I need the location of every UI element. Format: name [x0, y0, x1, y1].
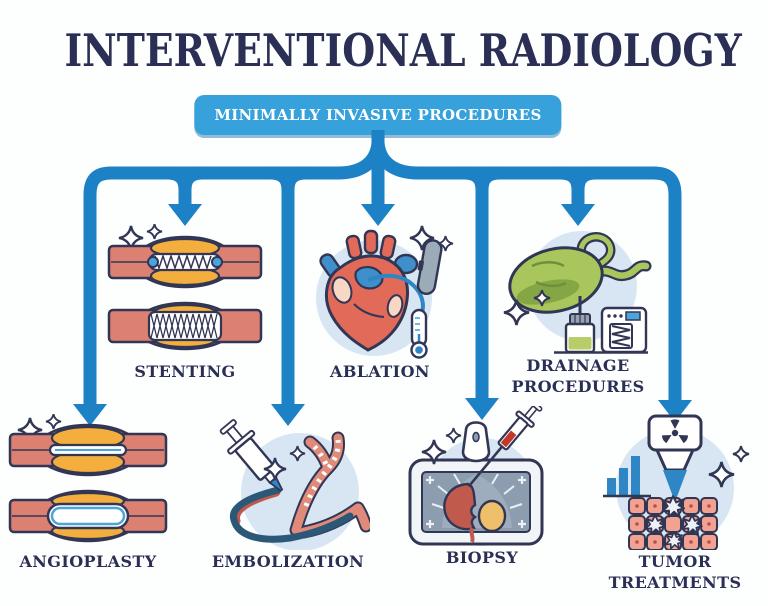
- procedure-label: ANGIOPLASTY: [19, 552, 157, 571]
- sparkle-icon: [289, 445, 306, 462]
- gallbladder-drainage-illustration: [503, 231, 652, 354]
- radiation-applicator-icon: [647, 414, 703, 472]
- thermometer-icon: [410, 308, 428, 359]
- procedure-label: TUMOR TREATMENTS: [608, 552, 742, 592]
- drainage-vial-icon: [564, 313, 596, 354]
- sparkle-icon: [503, 299, 530, 326]
- tumor-cells: [644, 495, 703, 550]
- procedure-tumor-treatments: TUMOR TREATMENTS: [593, 410, 757, 593]
- kidney-shape: [443, 482, 478, 531]
- procedure-biopsy: BIOPSY: [400, 406, 564, 568]
- sparkle-icon: [732, 445, 750, 463]
- stent-in-artery-illustration: [107, 224, 263, 351]
- sparkle-icon: [421, 439, 447, 465]
- sparkle-icon: [146, 224, 163, 240]
- procedure-angioplasty: ANGIOPLASTY: [6, 414, 170, 572]
- ablation-probe-icon: [416, 239, 443, 296]
- radiation-beam: [663, 470, 687, 502]
- procedure-drainage: DRAINAGE PROCEDURES: [496, 224, 660, 397]
- sparkle-icon: [445, 427, 462, 444]
- procedure-embolization: EMBOLIZATION: [206, 414, 370, 572]
- sparkle-icon: [45, 414, 62, 430]
- arrowhead-icons: [73, 204, 692, 426]
- procedure-ablation: ABLATION: [298, 224, 462, 382]
- procedure-label: BIOPSY: [445, 548, 519, 567]
- radiation-tumor-treatment-illustration: [603, 414, 750, 550]
- ultrasound-needle-biopsy-illustration: [408, 406, 544, 546]
- tissue-cells: [628, 497, 718, 550]
- sparkle-icon: [437, 235, 454, 252]
- catheter-line: [367, 273, 425, 319]
- sparkle-icon: [263, 457, 287, 481]
- sparkle-icon: [409, 225, 435, 251]
- procedure-label: ABLATION: [330, 362, 430, 381]
- procedure-stenting: STENTING: [103, 224, 267, 382]
- heart-ablation-catheter-illustration: [316, 225, 454, 359]
- sparkle-icon: [533, 289, 551, 307]
- bar-chart-icon: [603, 456, 651, 498]
- procedure-label: EMBOLIZATION: [211, 552, 365, 571]
- procedure-label: DRAINAGE PROCEDURES: [511, 356, 645, 396]
- biopsy-needle-icon: [467, 406, 543, 488]
- balloon-angioplasty-illustration: [8, 414, 168, 543]
- radiation-trefoil-icon: [661, 419, 689, 444]
- suction-machine-icon: [600, 306, 648, 354]
- sparkle-icon: [708, 461, 735, 488]
- procedure-label: STENTING: [134, 362, 236, 381]
- category-banner: MINIMALLY INVASIVE PROCEDURES: [194, 95, 562, 135]
- catheter-line: [229, 486, 354, 543]
- diagram-title: INTERVENTIONAL RADIOLOGY: [64, 24, 742, 77]
- syringe-embolization-illustration: [219, 419, 370, 550]
